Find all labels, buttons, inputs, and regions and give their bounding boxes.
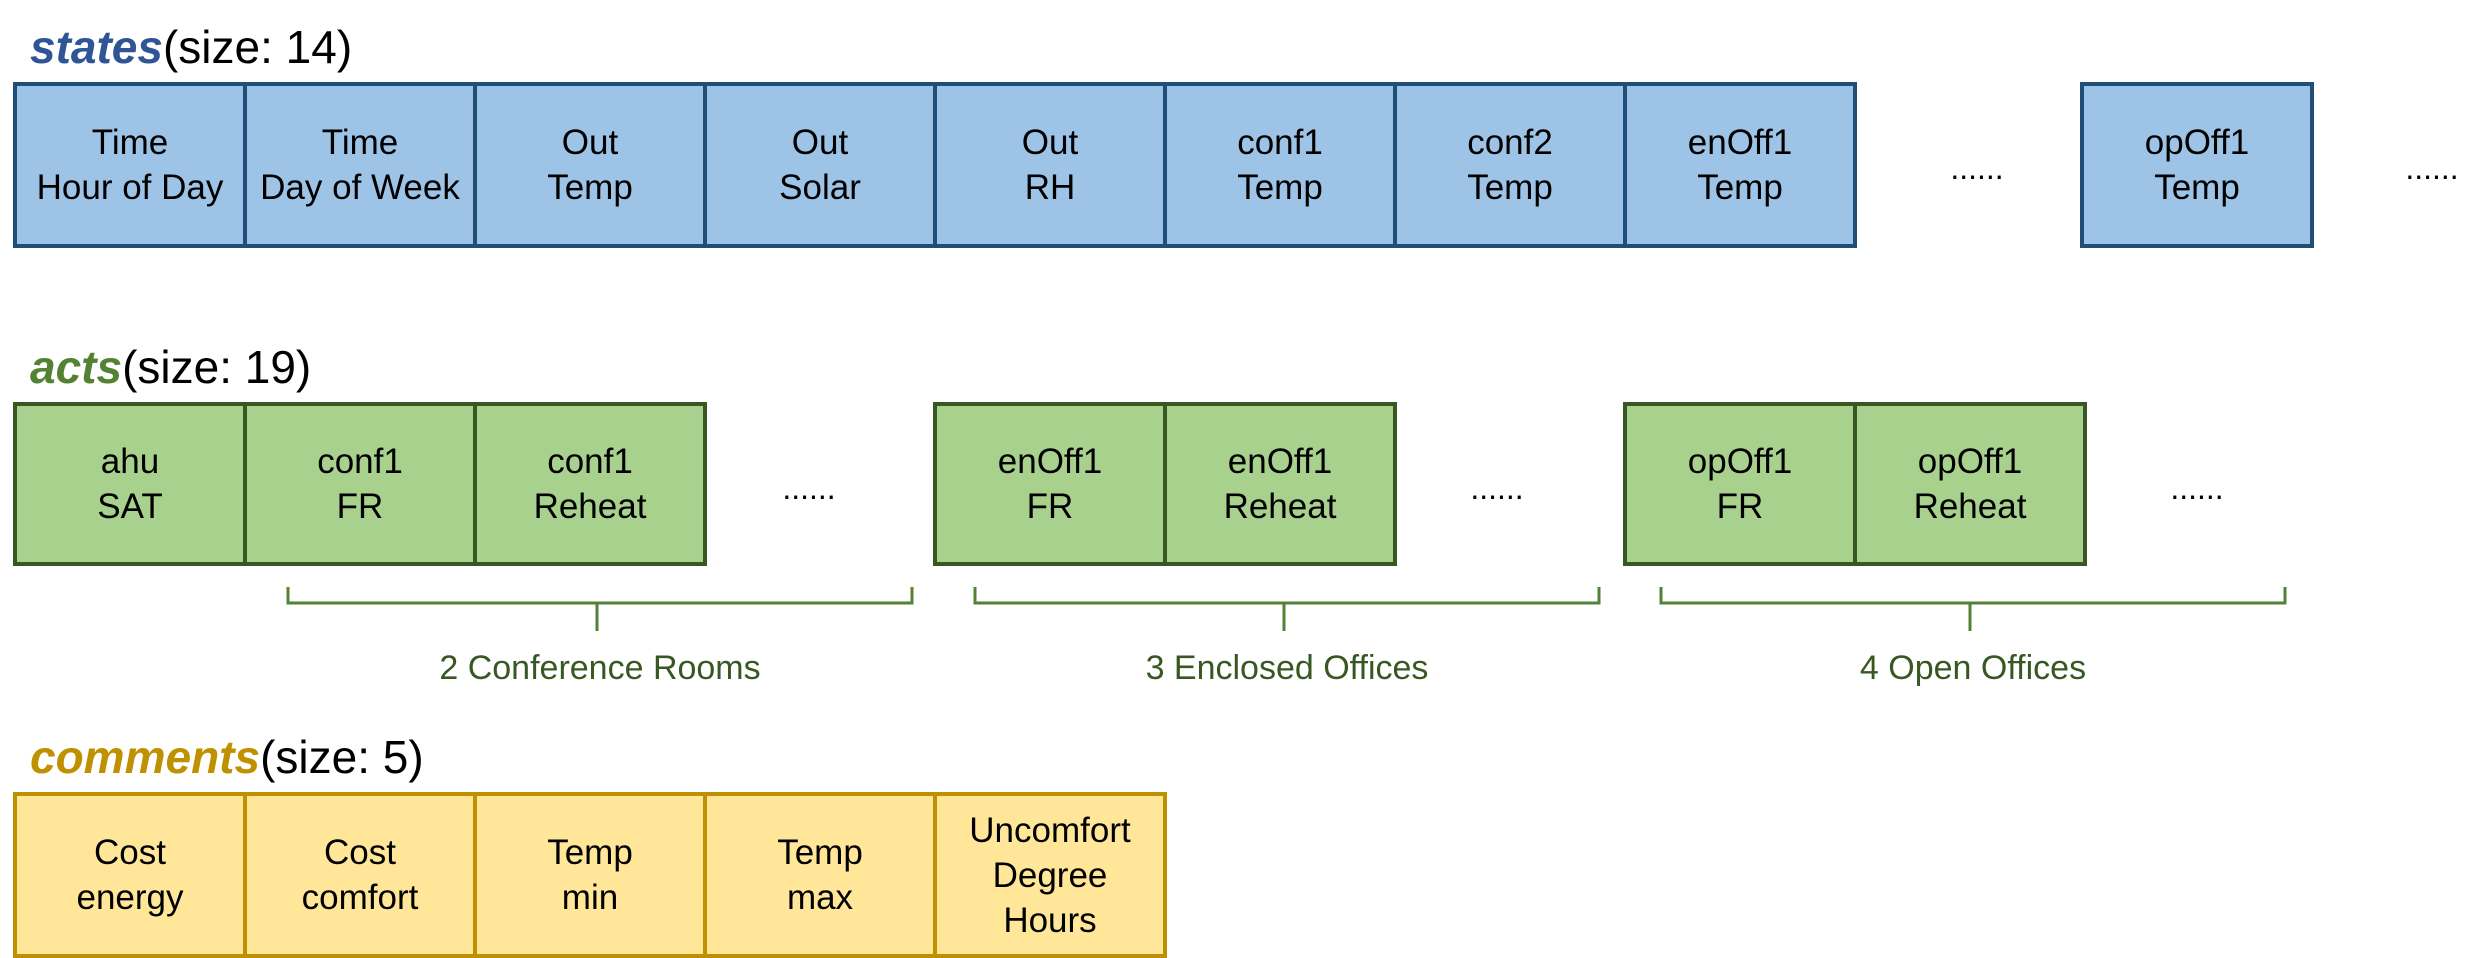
acts-ellipsis-3: ...... xyxy=(2170,470,2224,506)
cell-line: opOff1 xyxy=(1917,442,2023,481)
cell-line: Time xyxy=(91,123,169,162)
state-cell-time-day: Time Day of Week xyxy=(243,82,477,248)
comments-keyword: comments xyxy=(30,731,261,783)
brace-enclosed-offices xyxy=(973,587,1601,631)
comment-cell-temp-max: Temp max xyxy=(703,792,937,958)
acts-title: acts(size: 19) xyxy=(30,344,311,390)
state-cell-out-temp: Out Temp xyxy=(473,82,707,248)
comment-cell-uncomfort-degree-hours: Uncomfort Degree Hours xyxy=(933,792,1167,958)
state-cell-time-hour: Time Hour of Day xyxy=(13,82,247,248)
group-label-enclosed-offices: 3 Enclosed Offices xyxy=(1145,649,1429,687)
states-size: (size: 14) xyxy=(162,21,353,73)
comment-cell-cost-energy: Cost energy xyxy=(13,792,247,958)
cell-line: comfort xyxy=(301,878,419,917)
cell-line: Reheat xyxy=(1223,487,1337,526)
acts-ellipsis-2: ...... xyxy=(1470,470,1524,506)
state-cell-opoff1-temp: opOff1 Temp xyxy=(2080,82,2314,248)
state-cell-enoff1-temp: enOff1 Temp xyxy=(1623,82,1857,248)
cell-line: RH xyxy=(1024,168,1076,207)
cell-line: Out xyxy=(561,123,619,162)
cell-line: Reheat xyxy=(533,487,647,526)
cell-line: FR xyxy=(336,487,384,526)
cell-line: Temp xyxy=(1697,168,1783,207)
states-ellipsis-end: ...... xyxy=(2405,150,2459,186)
cell-line: Day of Week xyxy=(260,168,460,207)
cell-line: Reheat xyxy=(1913,487,2027,526)
act-cell-conf1-fr: conf1 FR xyxy=(243,402,477,566)
cell-line: ahu xyxy=(100,442,160,481)
group-label-conference-rooms: 2 Conference Rooms xyxy=(439,649,761,687)
cell-line: min xyxy=(561,878,619,917)
cell-line: Out xyxy=(1021,123,1079,162)
cell-line: Temp xyxy=(1467,168,1553,207)
cell-line: Solar xyxy=(779,168,861,207)
cell-line: conf1 xyxy=(547,442,633,481)
act-cell-enoff1-fr: enOff1 FR xyxy=(933,402,1167,566)
cell-line: Temp xyxy=(777,833,863,872)
brace-conference-rooms xyxy=(286,587,914,631)
cell-line: Hour of Day xyxy=(36,168,224,207)
cell-line: enOff1 xyxy=(997,442,1103,481)
act-cell-conf1-reheat: conf1 Reheat xyxy=(473,402,707,566)
cell-line: conf2 xyxy=(1467,123,1553,162)
cell-line: Temp xyxy=(2154,168,2240,207)
state-cell-conf2-temp: conf2 Temp xyxy=(1393,82,1627,248)
cell-line: conf1 xyxy=(1237,123,1323,162)
act-cell-opoff1-fr: opOff1 FR xyxy=(1623,402,1857,566)
state-cell-out-solar: Out Solar xyxy=(703,82,937,248)
brace-open-offices xyxy=(1659,587,2287,631)
cell-line: Uncomfort xyxy=(969,810,1131,850)
cell-line: FR xyxy=(1716,487,1764,526)
act-cell-enoff1-reheat: enOff1 Reheat xyxy=(1163,402,1397,566)
comments-size: (size: 5) xyxy=(260,731,424,783)
cell-line: Hours xyxy=(1003,900,1097,940)
comments-title: comments(size: 5) xyxy=(30,734,424,780)
comment-cell-cost-comfort: Cost comfort xyxy=(243,792,477,958)
acts-size: (size: 19) xyxy=(122,341,312,393)
cell-line: FR xyxy=(1026,487,1074,526)
cell-line: Cost xyxy=(324,833,396,872)
states-title: states(size: 14) xyxy=(30,24,352,70)
cell-line: opOff1 xyxy=(1687,442,1793,481)
cell-line: Cost xyxy=(94,833,166,872)
cell-line: energy xyxy=(76,878,184,917)
cell-line: Out xyxy=(791,123,849,162)
acts-ellipsis-1: ...... xyxy=(782,470,836,506)
cell-line: Temp xyxy=(547,833,633,872)
cell-line: enOff1 xyxy=(1227,442,1333,481)
acts-keyword: acts xyxy=(30,341,123,393)
cell-line: max xyxy=(786,878,854,917)
group-label-open-offices: 4 Open Offices xyxy=(1859,649,2087,687)
cell-line: Temp xyxy=(1237,168,1323,207)
states-ellipsis: ...... xyxy=(1950,150,2004,186)
states-keyword: states xyxy=(30,21,163,73)
cell-line: opOff1 xyxy=(2144,123,2250,162)
cell-line: enOff1 xyxy=(1687,123,1793,162)
cell-line: Temp xyxy=(547,168,633,207)
state-cell-out-rh: Out RH xyxy=(933,82,1167,248)
cell-line: SAT xyxy=(97,487,163,526)
act-cell-ahu-sat: ahu SAT xyxy=(13,402,247,566)
cell-line: Time xyxy=(321,123,399,162)
cell-line: Degree xyxy=(992,855,1108,895)
cell-line: conf1 xyxy=(317,442,403,481)
act-cell-opoff1-reheat: opOff1 Reheat xyxy=(1853,402,2087,566)
state-cell-conf1-temp: conf1 Temp xyxy=(1163,82,1397,248)
comment-cell-temp-min: Temp min xyxy=(473,792,707,958)
